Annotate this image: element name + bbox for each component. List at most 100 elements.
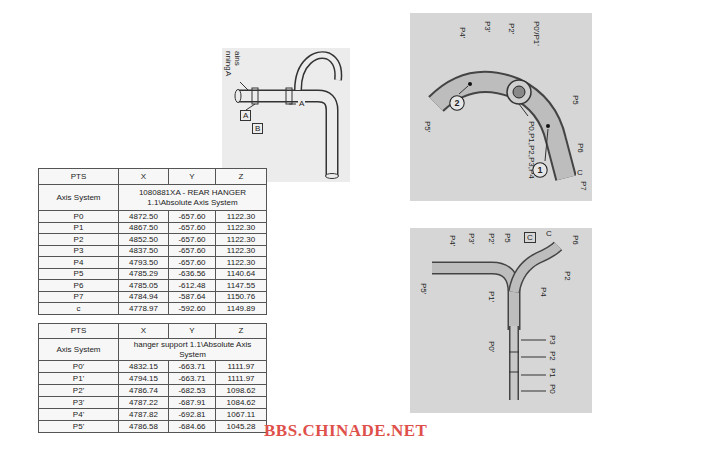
point-label: P2 — [563, 270, 572, 282]
leader-line — [459, 86, 468, 94]
column-header: Z — [239, 326, 244, 335]
point-table: PTSXYZAxis Systemhanger support 1.1\Abso… — [38, 323, 267, 433]
table-cell: P4 — [39, 257, 119, 269]
table-cell: -657.60 — [169, 222, 216, 234]
point-name: P4 — [74, 258, 84, 267]
column-header: Y — [189, 326, 194, 335]
point-name: P0 — [74, 212, 84, 221]
coordinate-value: -657.60 — [178, 235, 205, 244]
table-cell: 1149.89 — [216, 303, 267, 315]
table-cell: 1150.76 — [216, 291, 267, 303]
coordinate-value: 4794.15 — [129, 374, 158, 383]
table-cell: 4832.15 — [119, 361, 169, 373]
coordinate-value: 1067.11 — [227, 410, 255, 419]
column-header: Y — [189, 172, 194, 181]
pipe-end — [326, 174, 339, 179]
point-name: P7 — [74, 292, 84, 301]
table-cell: -587.64 — [169, 291, 216, 303]
leader-line — [240, 82, 248, 90]
circle-outline — [533, 163, 547, 177]
table-cell: 4852.50 — [119, 234, 169, 246]
coordinate-value: -684.66 — [178, 422, 205, 431]
point-name: c — [77, 304, 81, 313]
table-cell: 4778.97 — [119, 303, 169, 315]
leader-line — [521, 391, 546, 392]
table-cell: -636.56 — [169, 268, 216, 280]
table-cell: 1122.30 — [216, 211, 267, 223]
table-cell: -657.60 — [169, 245, 216, 257]
coordinate-value: -663.71 — [178, 374, 205, 383]
hook-outline — [298, 55, 338, 90]
point-label: P0' — [487, 340, 496, 353]
table-cell: 4837.50 — [119, 245, 169, 257]
point-label: P5' — [419, 282, 428, 295]
point-label: P4' — [458, 26, 467, 39]
table-cell: 1084.62 — [216, 397, 267, 409]
point-label: P0'/P1' — [532, 20, 541, 47]
table-cell: -692.81 — [169, 409, 216, 421]
coordinate-value: 1122.30 — [227, 212, 255, 221]
table-cell: -687.91 — [169, 397, 216, 409]
callout-number: 1 — [532, 165, 548, 175]
table-cell: -663.71 — [169, 361, 216, 373]
ring-line — [509, 352, 519, 353]
photo-ground — [410, 228, 592, 413]
table-cell: -612.48 — [169, 280, 216, 292]
section-mark: A — [240, 110, 251, 121]
table-cell: 1098.62 — [216, 385, 267, 397]
table-cell: Axis System — [39, 185, 119, 211]
coordinate-value: 1122.30 — [227, 246, 255, 255]
section-mark: A — [298, 99, 305, 108]
point-label: P1 — [548, 367, 557, 379]
coordinate-value: -592.60 — [178, 304, 205, 313]
point-name: P2' — [73, 386, 84, 395]
coordinate-value: -692.81 — [178, 410, 205, 419]
table-cell: 1122.30 — [216, 245, 267, 257]
table-cell: P5' — [39, 421, 119, 433]
coordinate-value: 1150.76 — [227, 292, 255, 301]
point-label: P4' — [448, 234, 457, 247]
table-cell: 1122.30 — [216, 222, 267, 234]
table-cell: 4787.22 — [119, 397, 169, 409]
coordinate-value: 4872.50 — [129, 212, 158, 221]
table-cell: P2 — [39, 234, 119, 246]
ring — [513, 86, 525, 98]
point-dot — [468, 82, 472, 86]
coordinate-value: 4785.05 — [129, 281, 158, 290]
coordinate-value: -636.56 — [178, 269, 205, 278]
table-cell: -682.53 — [169, 385, 216, 397]
table-cell: 4793.50 — [119, 257, 169, 269]
section-mark: nning — [224, 50, 233, 72]
coordinate-value: -612.48 — [178, 281, 205, 290]
point-dot — [546, 124, 550, 128]
tube-body — [511, 326, 518, 400]
point-name: P1 — [74, 223, 84, 232]
point-label: P3 — [548, 334, 557, 346]
point-label: P2' — [507, 22, 516, 35]
section-mark: A — [224, 70, 233, 77]
table-title: hanger support 1.1\Absolute Axis System — [134, 340, 251, 359]
sketch-ground — [222, 48, 350, 182]
watermark: BBS.CHINADE.NET — [263, 421, 428, 441]
leader-line — [521, 357, 546, 358]
table-cell: PTS — [39, 324, 119, 339]
coordinate-value: 4786.58 — [129, 422, 158, 431]
table-cell: -657.60 — [169, 257, 216, 269]
row-header: Axis System — [56, 345, 100, 354]
pipe-body — [238, 96, 332, 176]
table-cell: 4784.94 — [119, 291, 169, 303]
table-cell: P3 — [39, 245, 119, 257]
point-name: P1' — [73, 374, 84, 383]
tube-body — [514, 246, 558, 292]
coordinate-value: 4778.97 — [129, 304, 158, 313]
coordinate-value: 4787.22 — [129, 398, 158, 407]
table-title: 1080881XA - REAR HANGER 1.1\Absolute Axi… — [139, 188, 246, 207]
table-cell: Y — [169, 324, 216, 339]
point-table: PTSXYZAxis System1080881XA - REAR HANGER… — [38, 168, 267, 315]
coordinate-value: 4832.15 — [129, 362, 158, 371]
table-cell: -663.71 — [169, 373, 216, 385]
coordinate-value: 1111.97 — [227, 362, 254, 371]
table-cell: P1 — [39, 222, 119, 234]
table-cell: -657.60 — [169, 211, 216, 223]
table-cell: -592.60 — [169, 303, 216, 315]
